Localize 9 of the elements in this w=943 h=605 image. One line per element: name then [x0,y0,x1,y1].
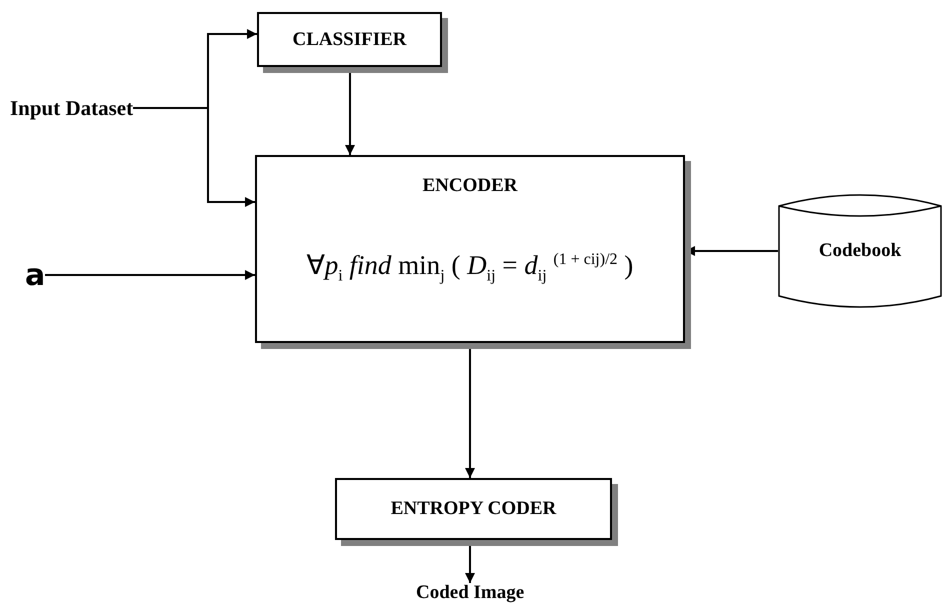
node-title: CLASSIFIER [292,28,407,50]
formula: ∀p$_{i}$ find min$_{j}$ ( D$_{ij}$ = d$_{ij}$ $^{(1 + cij)/2}$ ) [306,249,634,286]
label-text: Input Dataset [10,96,134,120]
label-text: a [25,258,46,292]
node-title: ENCODER [422,175,518,197]
arrow [45,270,255,280]
label-text: Coded Image [416,582,524,604]
arrow [133,107,255,207]
node-title: ENTROPY CODER [390,498,556,520]
